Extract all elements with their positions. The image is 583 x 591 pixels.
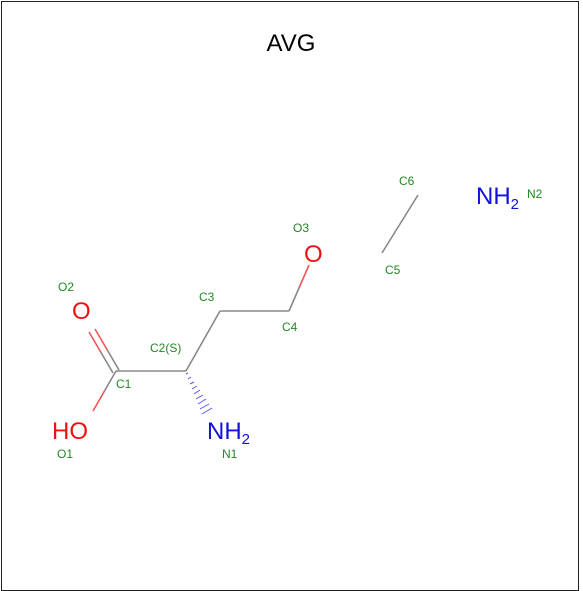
label-o2: O2: [58, 280, 74, 294]
label-c4: C4: [282, 320, 298, 334]
label-n1: N1: [222, 447, 238, 461]
label-n2: N2: [527, 187, 543, 201]
label-o3: O3: [293, 221, 309, 235]
label-c3: C3: [199, 290, 215, 304]
label-c5: C5: [385, 263, 401, 277]
atom-o3-symbol: O: [304, 241, 323, 268]
bonds: [88, 194, 472, 415]
diagram-title: AVG: [267, 30, 316, 57]
bond-c1-o2-b: [88, 331, 114, 374]
bond-c1-o2-a: [94, 328, 120, 371]
atom-o1-symbol: HO: [52, 418, 88, 445]
bond-c4-o3: [288, 264, 310, 312]
atom-n2-symbol: NH2: [476, 183, 519, 213]
bond-c2-n1-hashed: [185, 372, 213, 415]
atom-o2-symbol: O: [72, 298, 91, 325]
label-c1: C1: [116, 377, 132, 391]
label-o1: O1: [57, 447, 73, 461]
label-c2: C2(S): [150, 341, 181, 355]
label-c6: C6: [399, 174, 415, 188]
bond-c2-c3: [185, 310, 221, 372]
atom-n1-symbol: NH2: [207, 418, 250, 448]
bond-c1-o1: [92, 370, 117, 412]
bond-c5-c6: [381, 194, 419, 254]
